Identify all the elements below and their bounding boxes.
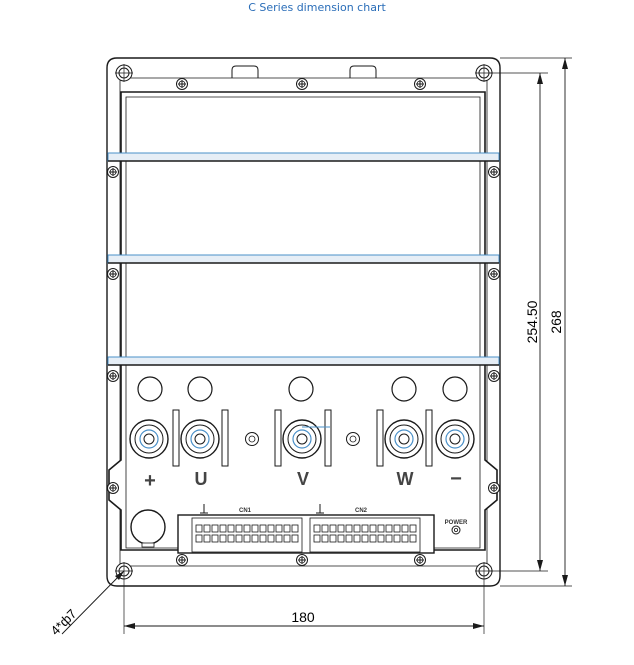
connector-pin	[203, 534, 211, 543]
dimension-inner-height: 254.50	[490, 72, 548, 572]
connector-pin	[275, 524, 283, 533]
connector-pin	[393, 534, 401, 543]
terminal-labels: + U V W −	[144, 468, 462, 492]
fin-bands	[107, 152, 500, 366]
connector-label-cn1: CN1	[239, 508, 252, 514]
connector-pin	[251, 534, 259, 543]
connector-pin	[235, 534, 243, 543]
connector-cn2-pins	[313, 524, 417, 543]
dimension-label-width: 180	[291, 609, 315, 625]
connector-pin	[385, 534, 393, 543]
connector-pin	[195, 524, 203, 533]
dimension-label-holes: 4*ф7	[48, 606, 80, 638]
connector-pin	[275, 534, 283, 543]
connector-pin	[329, 524, 337, 533]
connector-pin	[291, 534, 299, 543]
connector-pin	[329, 534, 337, 543]
connector-pin	[195, 534, 203, 543]
round-cover	[130, 509, 166, 548]
connector-pin	[283, 534, 291, 543]
connector-pin	[227, 534, 235, 543]
connector-pin	[219, 524, 227, 533]
connector-pin	[401, 524, 409, 533]
connector-pin	[377, 524, 385, 533]
connector-pin	[243, 534, 251, 543]
connector-pin	[267, 524, 275, 533]
connector-block: CN1 CN2	[177, 504, 435, 554]
connector-pin	[409, 534, 417, 543]
connector-pin	[267, 534, 275, 543]
connector-pin	[337, 534, 345, 543]
connector-cn1-pins	[195, 524, 299, 543]
connector-pin	[337, 524, 345, 533]
connector-pin	[251, 524, 259, 533]
connector-pin	[369, 524, 377, 533]
connector-pin	[409, 524, 417, 533]
terminal-label-u: U	[195, 469, 208, 489]
terminal-label-v: V	[297, 469, 309, 489]
terminal-label-w: W	[397, 469, 414, 489]
connector-pin	[385, 524, 393, 533]
connector-pin	[369, 534, 377, 543]
dimension-width: 180	[123, 580, 485, 634]
connector-pin	[353, 524, 361, 533]
connector-pin	[401, 534, 409, 543]
connector-pin	[235, 524, 243, 533]
dimension-label-inner-height: 254.50	[524, 300, 540, 343]
terminal-label-plus: +	[144, 470, 156, 492]
diagram-caption: C Series dimension chart	[248, 1, 386, 14]
connector-label-cn2: CN2	[355, 508, 368, 514]
power-posts	[129, 419, 475, 459]
connector-pin	[259, 534, 267, 543]
connector-pin	[313, 524, 321, 533]
terminal-label-minus: −	[450, 468, 462, 490]
dimension-label-outer-height: 268	[548, 310, 564, 334]
connector-pin	[361, 534, 369, 543]
connector-pin	[283, 524, 291, 533]
connector-pin	[227, 524, 235, 533]
top-notch	[231, 65, 377, 78]
connector-pin	[243, 524, 251, 533]
connector-pin	[321, 534, 329, 543]
connector-pin	[353, 534, 361, 543]
connector-pin	[321, 524, 329, 533]
connector-pin	[291, 524, 299, 533]
terminal-guards	[172, 409, 433, 467]
connector-pin	[345, 534, 353, 543]
power-indicator: POWER	[445, 520, 468, 535]
connector-pin	[377, 534, 385, 543]
connector-pin	[393, 524, 401, 533]
connector-pin	[203, 524, 211, 533]
power-label: POWER	[445, 520, 468, 526]
connector-pin	[259, 524, 267, 533]
connector-pin	[361, 524, 369, 533]
dimension-outer-height: 268	[500, 57, 572, 587]
connector-pin	[219, 534, 227, 543]
connector-pin	[211, 524, 219, 533]
connector-pin	[313, 534, 321, 543]
connector-pin	[345, 524, 353, 533]
connector-pin	[211, 534, 219, 543]
